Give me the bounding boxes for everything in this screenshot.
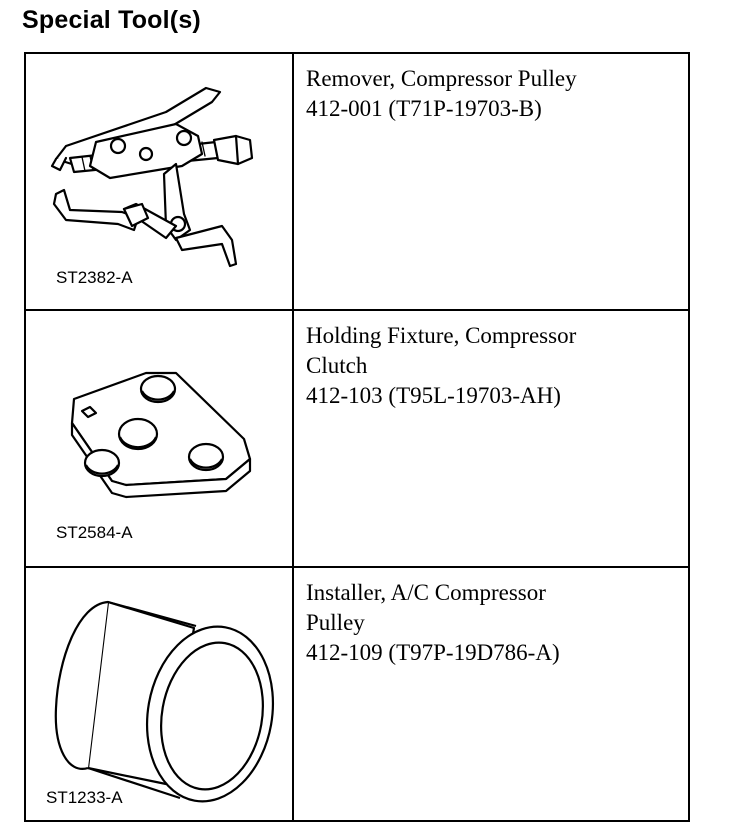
tool-part-number: 412-103 (T95L-19703-AH) — [306, 383, 561, 408]
tool-description: Holding Fixture, Compressor Clutch 412-1… — [306, 321, 676, 411]
tool-name-line: Clutch — [306, 353, 368, 378]
holding-fixture-plate-icon — [70, 371, 252, 499]
tool-name-line: Installer, A/C Compressor — [306, 580, 546, 605]
tool-row: ST2382-A Remover, Compressor Pulley 412-… — [26, 54, 688, 311]
tool-row: ST2584-A Holding Fixture, Compressor Clu… — [26, 311, 688, 568]
figure-code: ST1233-A — [46, 788, 123, 807]
tool-name-line: Pulley — [306, 610, 365, 635]
page-title: Special Tool(s) — [22, 6, 201, 34]
tool-description: Installer, A/C Compressor Pulley 412-109… — [306, 578, 676, 668]
tool-image-cell: ST2382-A — [26, 54, 294, 309]
figure-code: ST2382-A — [56, 268, 133, 287]
cylinder-installer-icon — [54, 600, 275, 803]
special-tools-table: ST2382-A Remover, Compressor Pulley 412-… — [24, 52, 690, 822]
tool-part-number: 412-109 (T97P-19D786-A) — [306, 640, 560, 665]
tool-part-number: 412-001 (T71P-19703-B) — [306, 96, 542, 121]
tool-name-line: Holding Fixture, Compressor — [306, 323, 577, 348]
tool-name: Remover, Compressor Pulley — [306, 66, 577, 91]
tool-image-cell: ST1233-A — [26, 568, 294, 820]
tool-image-cell: ST2584-A — [26, 311, 294, 566]
tool-row: ST1233-A Installer, A/C Compressor Pulle… — [26, 568, 688, 820]
three-jaw-puller-icon — [50, 86, 254, 268]
tool-description: Remover, Compressor Pulley 412-001 (T71P… — [306, 64, 676, 124]
figure-code: ST2584-A — [56, 523, 133, 542]
